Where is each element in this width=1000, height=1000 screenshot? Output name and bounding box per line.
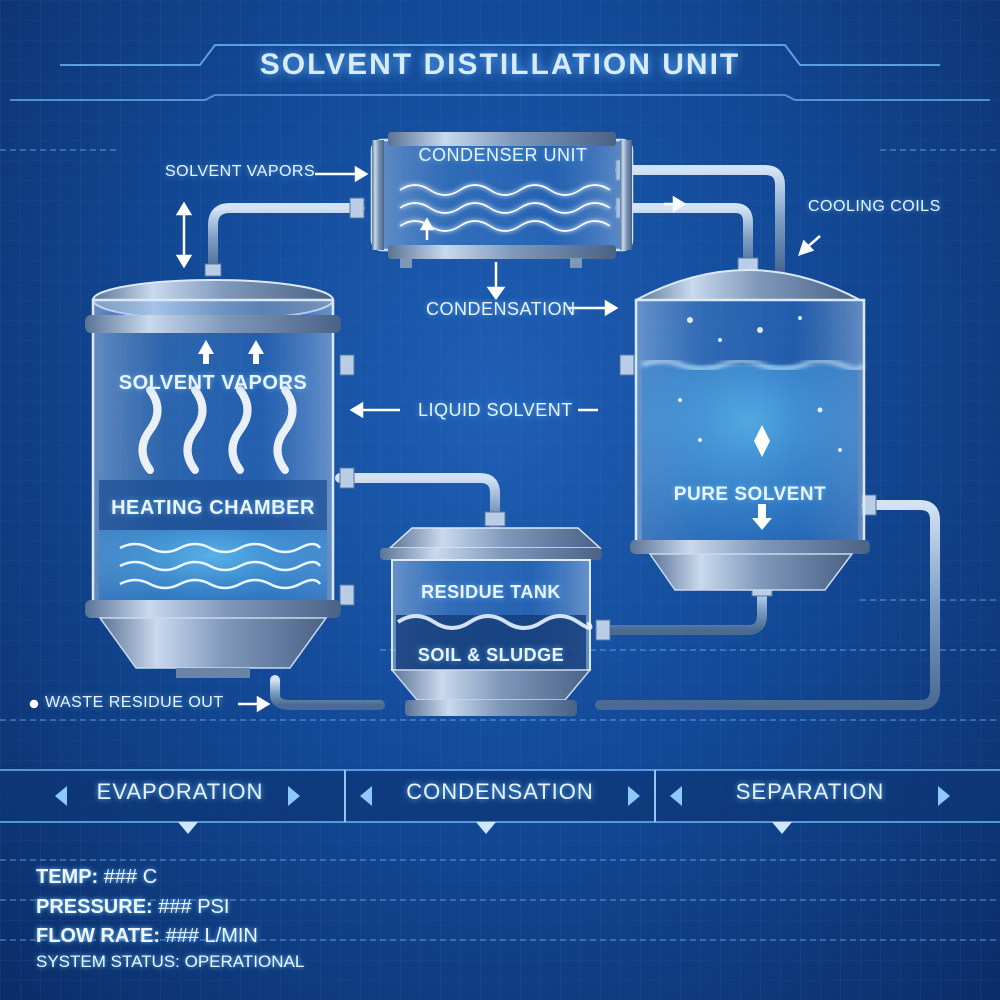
label-heating-chamber: HEATING CHAMBER [111,497,315,519]
label-cooling-coils: COOLING COILS [808,198,941,215]
flow-arrows [29,165,821,713]
condenser-unit [370,132,634,268]
label-solvent-vapors-inside: SOLVENT VAPORS [118,372,308,394]
status-pressure-label: PRESSURE: [36,896,153,918]
status-pressure: PRESSURE: ### PSI [36,896,229,919]
pure-solvent-tank [630,269,870,591]
stage-bar [0,769,1000,834]
label-waste-residue-out: WASTE RESIDUE OUT [45,694,224,711]
status-system: SYSTEM STATUS: OPERATIONAL [36,952,304,972]
page-title: SOLVENT DISTILLATION UNIT [259,48,741,81]
label-soil-sludge: SOIL & SLUDGE [417,645,565,665]
status-flow-label: FLOW RATE: [36,925,161,947]
label-solvent-vapors-top: SOLVENT VAPORS [165,163,316,180]
status-temp: TEMP: ### C [36,866,157,889]
stage-evaporation: EVAPORATION [96,779,264,804]
status-flow-value: ### L/MIN [165,925,258,947]
status-flow-rate: FLOW RATE: ### L/MIN [36,925,258,948]
label-condenser-unit: CONDENSER UNIT [418,145,588,165]
status-pressure-value: ### PSI [158,896,230,918]
stage-separation: SEPARATION [735,779,885,804]
stage-condensation: CONDENSATION [406,779,594,804]
label-residue-tank: RESIDUE TANK [421,582,561,602]
label-condensation: CONDENSATION [426,299,576,319]
title-frame [10,44,990,101]
residue-tank [380,527,602,716]
heating-chamber [85,279,341,678]
label-liquid-solvent: LIQUID SOLVENT [418,400,573,420]
status-temp-label: TEMP: [36,866,99,888]
status-system-value: OPERATIONAL [184,952,305,971]
status-temp-value: ### C [103,866,158,888]
circuit-lines [0,149,1000,941]
label-pure-solvent: PURE SOLVENT [673,484,827,505]
status-system-label: SYSTEM STATUS: [36,952,180,971]
pipes [208,165,940,710]
